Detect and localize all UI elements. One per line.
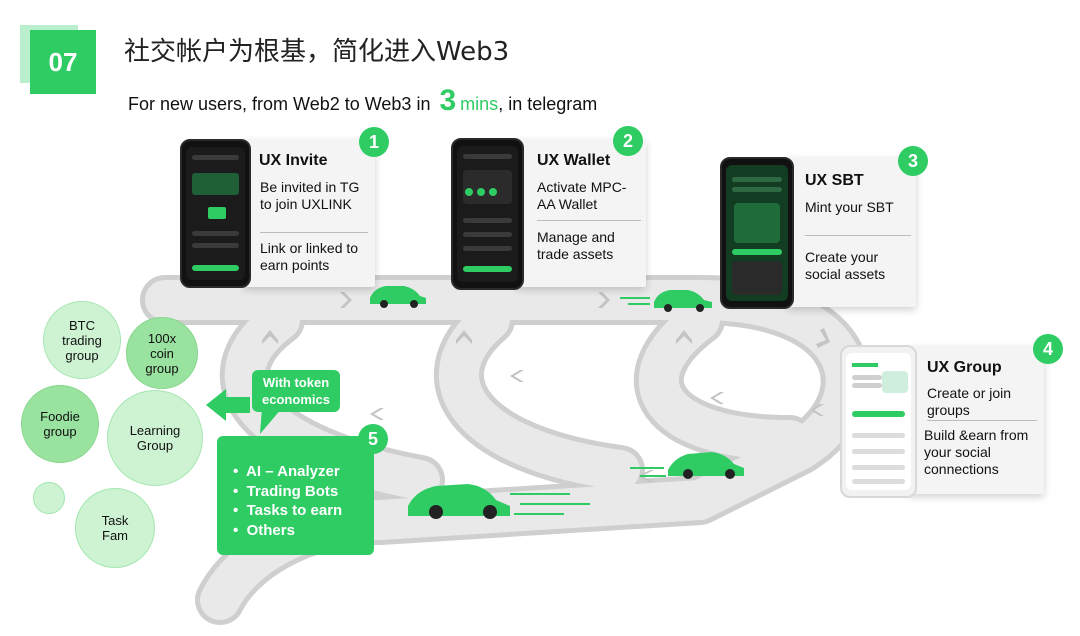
feature-item: • Tasks to earn xyxy=(233,502,343,519)
phone-screenshot-invite xyxy=(180,139,251,288)
step-badge-4: 4 xyxy=(1033,334,1063,364)
chevron-icon xyxy=(816,328,830,348)
divider xyxy=(537,220,641,221)
chevron-icon xyxy=(810,404,824,416)
car-icon xyxy=(408,484,590,519)
arrow-left-icon xyxy=(206,389,250,421)
subtitle-prefix: For new users, from Web2 to Web3 in xyxy=(128,94,431,114)
step-title-4: UX Group xyxy=(927,359,1002,376)
car-icon xyxy=(630,452,744,479)
divider xyxy=(927,420,1037,421)
step-card-5: • AI – Analyzer • Trading Bots • Tasks t… xyxy=(217,436,374,555)
divider xyxy=(805,235,911,236)
group-circle-learning: Learning Group xyxy=(107,390,203,486)
divider xyxy=(260,232,368,233)
chevron-icon xyxy=(598,292,610,308)
chevron-icon xyxy=(710,392,724,404)
phone-screenshot-wallet xyxy=(451,138,524,290)
step-badge-5: 5 xyxy=(358,424,388,454)
section-number: 07 xyxy=(30,30,96,94)
chevron-icon xyxy=(510,370,524,382)
step-text-3a: Mint your SBT xyxy=(805,199,894,215)
step-text-4a: Create or join groups xyxy=(927,385,1012,418)
car-icon xyxy=(620,290,712,312)
step-title-3: UX SBT xyxy=(805,172,864,189)
chevron-icon xyxy=(370,408,384,420)
step-text-2b: Manage and trade assets xyxy=(537,229,615,262)
step-title-1: UX Invite xyxy=(259,152,328,169)
phone-screenshot-sbt xyxy=(720,157,794,309)
step-text-3b: Create your social assets xyxy=(805,249,886,282)
step-card-3: UX SBT Mint your SBT Create your social … xyxy=(787,157,916,307)
token-economics-bubble: With token economics xyxy=(252,370,340,412)
feature-item: • AI – Analyzer xyxy=(233,463,340,480)
chevron-icon xyxy=(262,330,278,344)
page-title: 社交帐户为根基，简化进入Web3 xyxy=(124,37,510,67)
car-icon xyxy=(370,286,426,308)
subtitle-unit: mins xyxy=(460,94,499,114)
step-text-1b: Link or linked to earn points xyxy=(260,240,359,273)
step-text-4b: Build &earn from your social connections xyxy=(924,427,1029,477)
step-title-2: UX Wallet xyxy=(537,152,611,169)
step-text-2a: Activate MPC-AA Wallet xyxy=(537,179,627,212)
step-badge-3: 3 xyxy=(898,146,928,176)
step-badge-1: 1 xyxy=(359,127,389,157)
bubble-tail xyxy=(260,408,282,434)
step-card-4: UX Group Create or join groups Build &ea… xyxy=(908,346,1044,494)
feature-list: • AI – Analyzer • Trading Bots • Tasks t… xyxy=(233,462,342,540)
step-badge-2: 2 xyxy=(613,126,643,156)
step-card-2: UX Wallet Activate MPC-AA Wallet Manage … xyxy=(516,139,646,287)
group-circle-task: Task Fam xyxy=(75,488,155,568)
group-circle-small xyxy=(33,482,65,514)
feature-item: • Others xyxy=(233,521,295,539)
step-text-1a: Be invited in TG to join UXLINK xyxy=(260,179,360,212)
phone-screenshot-group xyxy=(840,345,917,498)
subtitle-number: 3 xyxy=(439,84,457,117)
feature-item: • Trading Bots xyxy=(233,482,339,500)
chevron-icon xyxy=(340,292,352,308)
group-circle-foodie: Foodie group xyxy=(21,385,99,463)
step-card-1: UX Invite Be invited in TG to join UXLIN… xyxy=(244,139,375,287)
group-circle-btc: BTC trading group xyxy=(43,301,121,379)
subtitle-suffix: , in telegram xyxy=(498,94,598,114)
chevron-icon xyxy=(676,330,692,344)
chevron-icon xyxy=(456,330,472,344)
group-circle-100x: 100x coin group xyxy=(126,317,198,389)
